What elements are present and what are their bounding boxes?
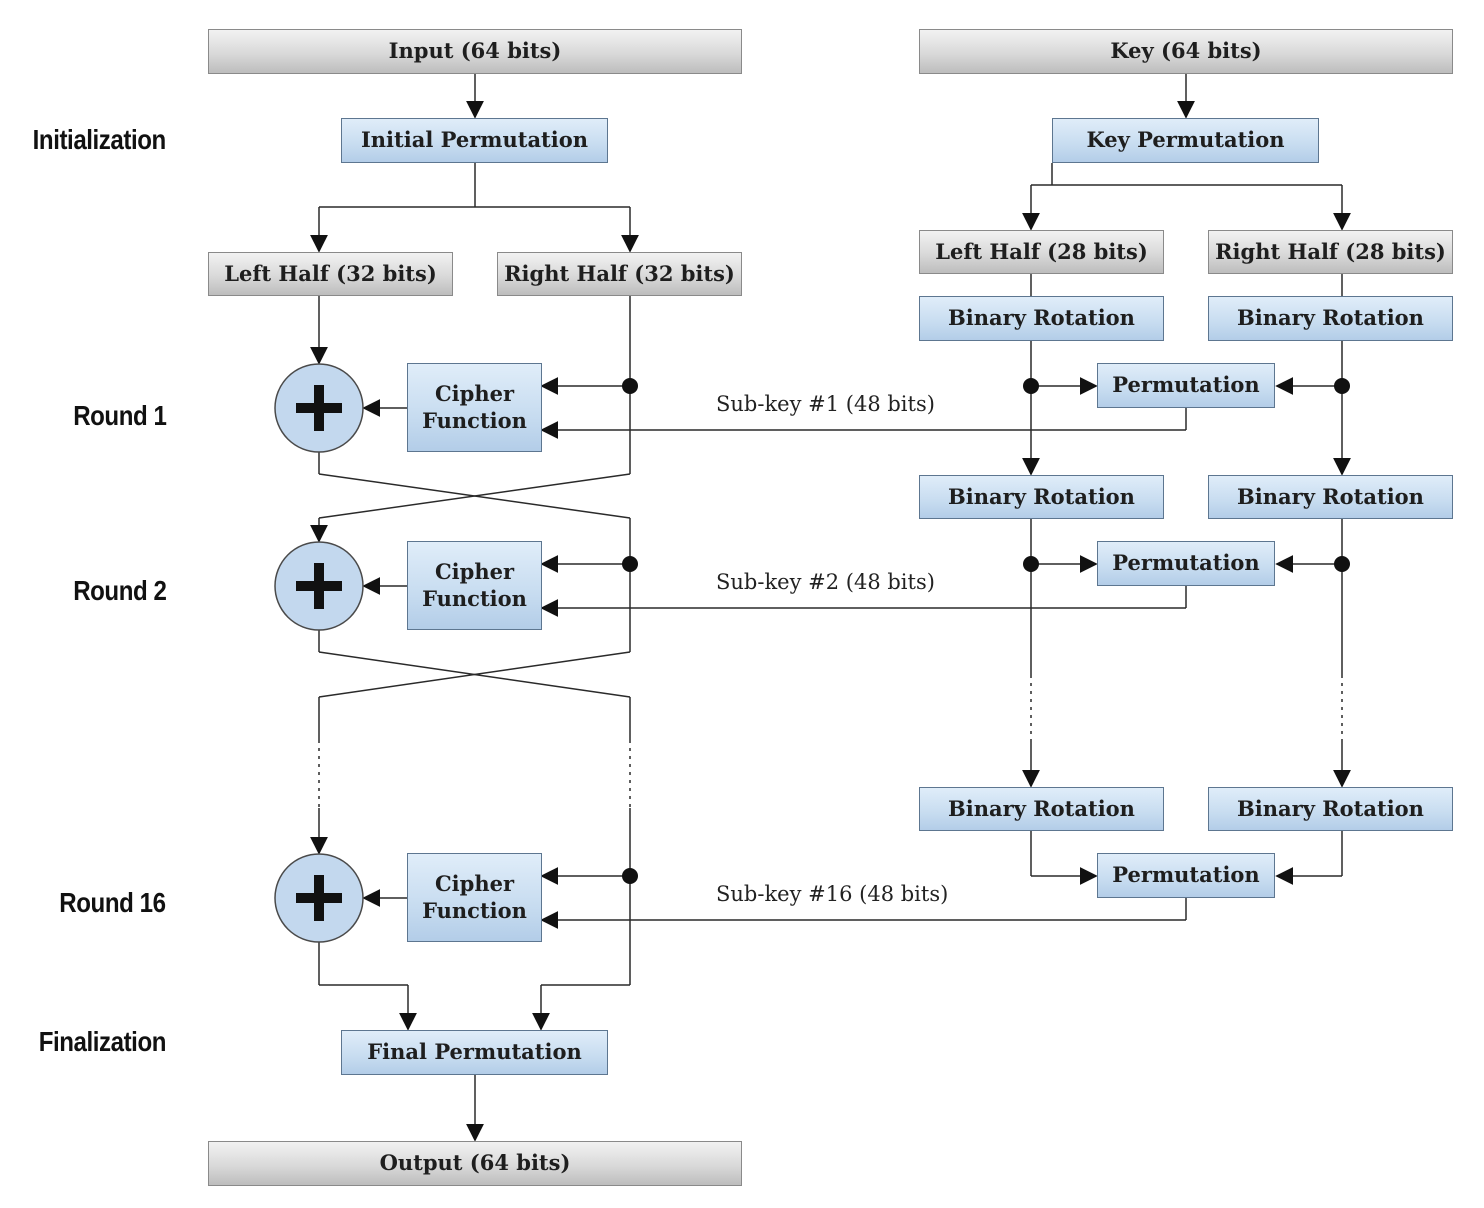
cipher-function-round16-box: Cipher Function <box>407 853 542 942</box>
binary-rotation-right-2-box: Binary Rotation <box>1208 475 1453 519</box>
key-right-half-28-box: Right Half (28 bits) <box>1208 230 1453 274</box>
initial-permutation-box: Initial Permutation <box>341 118 608 163</box>
left-half-32-box: Left Half (32 bits) <box>208 252 453 296</box>
subkey-2-label: Sub-key #2 (48 bits) <box>716 570 935 594</box>
stage-round-16: Round 16 <box>59 887 167 918</box>
stage-round-1: Round 1 <box>72 400 167 431</box>
subkey-16-label: Sub-key #16 (48 bits) <box>716 882 949 906</box>
final-permutation-box: Final Permutation <box>341 1030 608 1075</box>
subkey-1-label: Sub-key #1 (48 bits) <box>716 392 935 416</box>
xor-round16-icon <box>274 853 364 943</box>
input-box: Input (64 bits) <box>208 29 742 74</box>
output-box: Output (64 bits) <box>208 1141 742 1186</box>
junction-dots <box>622 378 1350 884</box>
binary-rotation-left-2-box: Binary Rotation <box>919 475 1164 519</box>
permutation-round1-box: Permutation <box>1097 363 1275 408</box>
stage-finalization: Finalization <box>38 1026 167 1057</box>
cipher-function-round1-box: Cipher Function <box>407 363 542 452</box>
binary-rotation-left-1-box: Binary Rotation <box>919 296 1164 341</box>
key-permutation-box: Key Permutation <box>1052 118 1319 163</box>
permutation-round2-box: Permutation <box>1097 541 1275 586</box>
key-box: Key (64 bits) <box>919 29 1453 74</box>
stage-initialization: Initialization <box>32 124 167 155</box>
permutation-round16-box: Permutation <box>1097 853 1275 898</box>
connector-lines <box>310 74 1351 1142</box>
xor-round1-icon <box>274 363 364 453</box>
binary-rotation-right-1-box: Binary Rotation <box>1208 296 1453 341</box>
right-half-32-box: Right Half (32 bits) <box>497 252 742 296</box>
binary-rotation-left-16-box: Binary Rotation <box>919 787 1164 831</box>
stage-round-2: Round 2 <box>72 575 167 606</box>
key-left-half-28-box: Left Half (28 bits) <box>919 230 1164 274</box>
xor-round2-icon <box>274 541 364 631</box>
binary-rotation-right-16-box: Binary Rotation <box>1208 787 1453 831</box>
cipher-function-round2-box: Cipher Function <box>407 541 542 630</box>
